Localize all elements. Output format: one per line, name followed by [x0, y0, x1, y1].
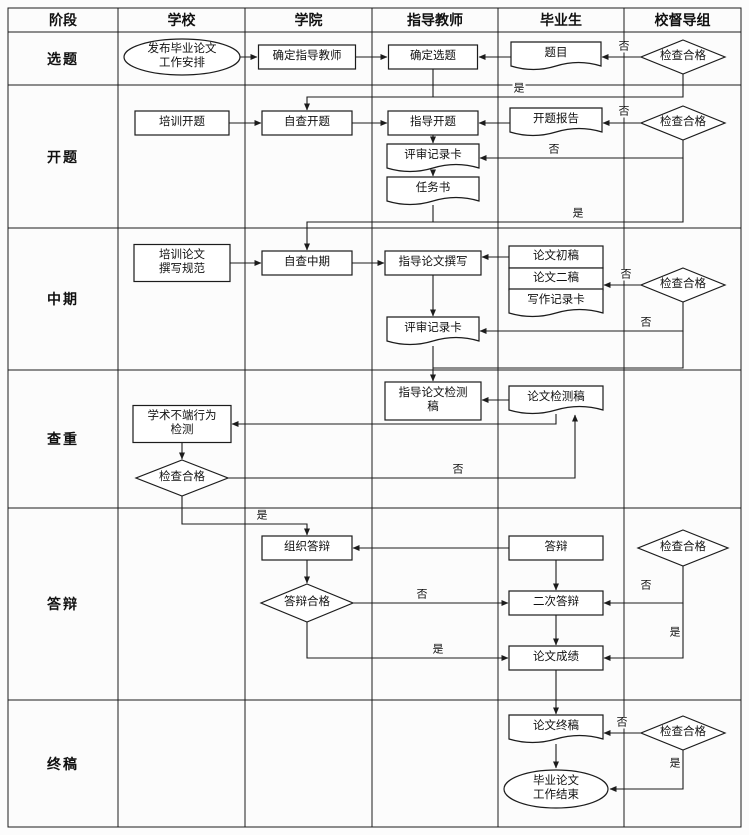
- node-second-defense: [508, 590, 604, 616]
- edge-check-final-yes: [609, 750, 684, 792]
- node-proposal-report: [509, 107, 603, 137]
- edge-check-defense-yes: [603, 603, 684, 661]
- node-train-writing: [133, 243, 231, 283]
- node-check-plagiarism: [134, 459, 230, 497]
- node-self-check-mid: [261, 250, 353, 276]
- node-train-proposal: [134, 110, 230, 136]
- outer-border: [7, 7, 742, 828]
- node-guide-detection: [384, 381, 482, 421]
- node-draft-1: [508, 245, 604, 269]
- node-guide-proposal: [387, 110, 479, 136]
- node-self-check-proposal: [261, 110, 353, 136]
- edge-check-proposal-yes: [304, 158, 684, 251]
- node-draft-2: [508, 267, 604, 291]
- edge-check-topic-yes: [304, 74, 684, 111]
- node-detection-draft: [508, 385, 604, 415]
- node-check-topic: [639, 39, 727, 75]
- edge-check-proposal-no-review: [479, 140, 684, 161]
- edge-check-plagiarism-yes: [181, 496, 310, 536]
- edge-detection-draft-to-misconduct: [231, 414, 557, 427]
- node-defense-pass: [259, 583, 355, 623]
- edge-check-plagiarism-no: [228, 414, 578, 479]
- node-check-mid: [639, 267, 727, 303]
- node-guide-writing: [384, 250, 482, 276]
- node-review-card-1: [386, 143, 480, 173]
- node-task-book: [386, 176, 480, 206]
- edge-check-defense-no: [603, 566, 684, 606]
- node-check-defense: [636, 529, 730, 567]
- node-thesis-grade: [508, 645, 604, 671]
- node-check-final: [639, 715, 727, 751]
- node-organize-defense: [261, 535, 353, 561]
- edge-defense-pass-yes: [306, 622, 509, 661]
- node-defense: [508, 535, 604, 561]
- node-end: [503, 769, 609, 809]
- node-final-draft: [508, 714, 604, 744]
- node-review-card-2: [386, 316, 480, 346]
- node-topic: [510, 41, 602, 71]
- node-writing-card: [508, 288, 604, 318]
- node-check-proposal: [639, 105, 727, 141]
- node-misconduct-check: [132, 404, 232, 444]
- swimlane-grid: [7, 7, 742, 828]
- node-assign-advisor: [257, 44, 357, 70]
- edge-check-mid-join: [433, 331, 684, 369]
- node-choose-topic: [387, 44, 479, 70]
- node-publish-arrangement: [123, 38, 241, 76]
